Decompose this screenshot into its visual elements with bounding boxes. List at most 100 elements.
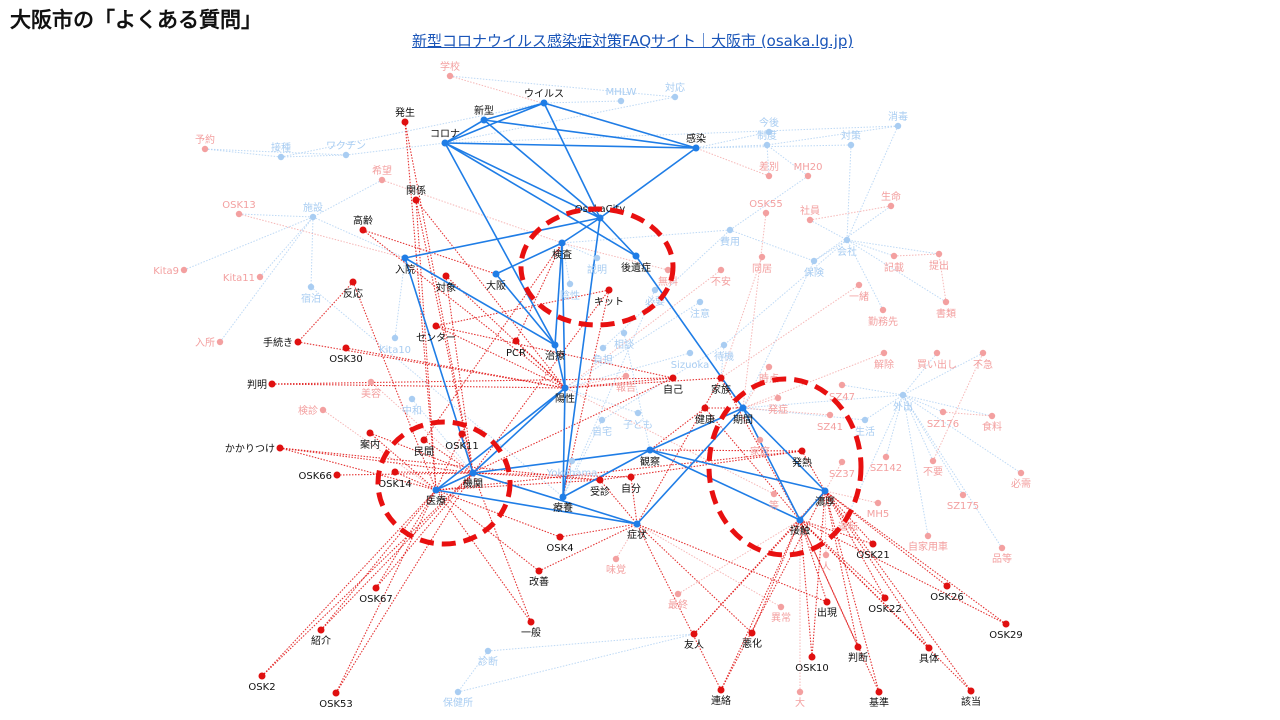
edge: [562, 387, 566, 498]
edge: [766, 144, 770, 177]
edge: [543, 100, 622, 104]
node-OSK26: OSK26: [930, 582, 964, 603]
node-dot: [258, 672, 266, 680]
node-制度: 制度: [757, 129, 777, 149]
node-OSK10: OSK10: [795, 653, 829, 674]
node-label: OSK11: [445, 441, 479, 452]
edge: [846, 144, 852, 241]
edge: [564, 375, 627, 389]
edge: [846, 125, 899, 241]
edge: [375, 472, 474, 589]
node-label: 接触: [790, 524, 810, 537]
node-label: 中和: [402, 404, 422, 417]
node-dot: [596, 214, 604, 222]
node-dot: [309, 213, 317, 221]
node-dot: [180, 266, 188, 274]
node-dot: [646, 446, 654, 454]
node-dot: [861, 416, 869, 424]
node-家庭: 家庭: [750, 436, 770, 458]
node-label: 発生: [395, 106, 415, 119]
edge: [636, 407, 744, 525]
node-label: 機関: [463, 477, 483, 490]
edge: [204, 148, 347, 156]
edge: [636, 377, 722, 525]
node-OSK4: OSK4: [546, 533, 574, 554]
edge: [811, 490, 826, 658]
node-label: 運転: [838, 521, 858, 533]
node-保健所: 保健所: [443, 688, 473, 709]
node-美容: 美容: [361, 378, 381, 400]
edge: [720, 490, 826, 691]
node-dot: [401, 254, 409, 262]
node-費用: 費用: [720, 226, 740, 248]
edge: [543, 102, 697, 149]
node-相談: 相談: [614, 329, 634, 351]
edge: [824, 490, 859, 648]
edge: [902, 394, 1022, 474]
node-観察: 観察: [640, 446, 660, 468]
node-dot: [651, 286, 659, 294]
node-悪化: 悪化: [742, 629, 762, 650]
edge: [472, 472, 532, 623]
edge: [495, 242, 563, 275]
node-具体: 具体: [919, 644, 939, 665]
edge: [902, 352, 938, 396]
node-PCR: PCR: [506, 337, 526, 359]
node-label: キット: [594, 297, 624, 308]
node-label: 提出: [929, 259, 949, 272]
edge: [204, 148, 282, 158]
node-SZ176: SZ176: [927, 408, 959, 430]
node-dot: [925, 644, 933, 652]
node-施設: 施設: [303, 201, 323, 221]
node-dot: [277, 153, 285, 161]
node-発症: 発症: [768, 394, 788, 416]
node-dot: [881, 594, 889, 602]
edge: [846, 239, 940, 255]
node-dot: [758, 253, 766, 261]
node-OSK66: OSK66: [298, 471, 341, 482]
edge: [693, 519, 801, 635]
node-友人: 友人: [684, 630, 704, 651]
node-異常: 異常: [771, 603, 791, 624]
node-label: 自己: [663, 383, 683, 396]
edge: [809, 219, 848, 241]
node-一緒: 一緒: [849, 281, 869, 303]
node-label: 陰性: [560, 289, 580, 302]
node-label: OSK14: [378, 479, 412, 490]
node-dot: [605, 286, 613, 294]
edge: [720, 377, 801, 521]
node-自宅: 自宅: [592, 416, 612, 438]
node-label: 接種: [271, 141, 291, 154]
edge: [561, 242, 571, 285]
highlight-circle-osakacity: [518, 206, 676, 328]
edge: [561, 242, 669, 271]
source-link[interactable]: 新型コロナウイルス感染症対策FAQサイト｜大阪市 (osaka.lg.jp): [412, 32, 854, 50]
edge: [742, 394, 904, 409]
node-label: 改善: [529, 575, 549, 588]
edge: [415, 199, 566, 389]
node-label: 家庭: [750, 445, 770, 458]
edge: [695, 144, 852, 149]
node-label: 社員: [800, 204, 820, 217]
node-OSK53: OSK53: [319, 689, 353, 710]
edge: [824, 490, 1007, 625]
node-label: 出現: [817, 606, 837, 619]
edge: [435, 489, 561, 538]
node-label: 美容: [361, 387, 381, 400]
edge: [636, 523, 753, 634]
edge: [766, 125, 899, 146]
node-dot: [933, 349, 941, 357]
edge: [280, 154, 347, 158]
faint-edges: [183, 75, 1022, 693]
node-dot: [796, 516, 804, 524]
node-label: Sizuoka: [671, 360, 710, 371]
node-OSK11: OSK11: [445, 430, 479, 452]
node-自分: 自分: [621, 473, 641, 495]
edge: [902, 394, 944, 413]
node-label: ワクチン: [326, 140, 366, 152]
node-MH20: MH20: [794, 162, 822, 180]
node-会社: 会社: [837, 236, 857, 258]
node-キット: キット: [594, 286, 624, 308]
node-SZ41: SZ41: [817, 411, 843, 433]
node-Kita9: Kita9: [153, 266, 188, 277]
